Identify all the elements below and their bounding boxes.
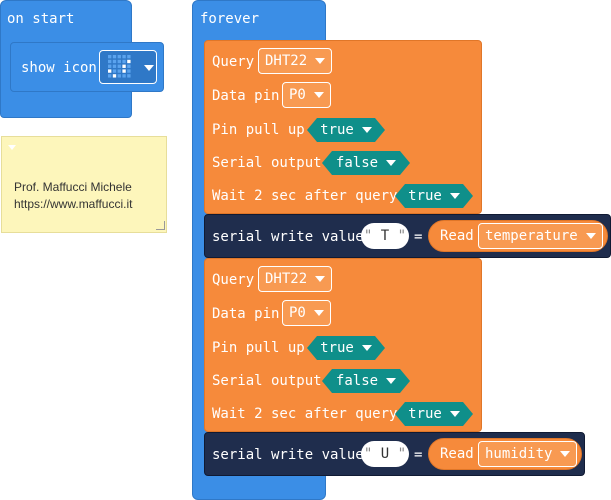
serial-write-block[interactable]: serial write value " U " = Read humidity [204,432,585,476]
forever-label: forever [200,11,260,27]
read-dropdown[interactable]: humidity [478,441,578,467]
comment-box[interactable]: Prof. Maffucci Michele https://www.maffu… [1,136,167,233]
resize-handle-icon[interactable] [156,221,165,230]
equals-label: = [414,447,423,463]
read-dropdown-value: temperature [485,228,578,244]
chevron-down-icon [585,233,596,239]
pin-value: P0 [289,305,306,321]
key-value: U [380,446,390,462]
on-start-label: on start [7,11,75,27]
checkmark-led-icon [108,55,131,78]
chevron-down-icon [315,276,326,282]
data-pin-label: Data pin [212,306,280,322]
chevron-down-icon [144,65,154,71]
serial-write-block[interactable]: serial write value " T " = Read temperat… [204,214,611,258]
pull-up-toggle[interactable]: true [307,336,385,360]
serial-output-toggle[interactable]: false [322,151,410,175]
dht22-query-block[interactable]: Query DHT22 Data pin P0 Pin pull up true… [204,40,482,214]
query-label: Query [212,54,255,70]
serial-output-value: false [335,373,379,389]
show-icon-block[interactable]: show icon [10,42,164,92]
serial-output-toggle[interactable]: false [322,369,410,393]
dht22-query-block[interactable]: Query DHT22 Data pin P0 Pin pull up true… [204,258,482,432]
pull-up-toggle[interactable]: true [307,118,385,142]
data-pin-label: Data pin [212,88,280,104]
read-label: Read [440,228,474,244]
serial-output-label: Serial output [212,155,322,171]
key-string-input[interactable]: " U " [361,441,409,467]
serial-output-label: Serial output [212,373,322,389]
pull-up-value: true [320,122,354,138]
comment-collapse-icon[interactable] [8,145,16,150]
pin-value: P0 [289,87,306,103]
chevron-down-icon [362,127,372,133]
chevron-down-icon [386,378,396,384]
read-value-block[interactable]: Read humidity [428,438,582,470]
chevron-down-icon [560,451,571,457]
chevron-down-icon [313,310,324,316]
icon-picker[interactable] [99,50,157,84]
chevron-down-icon [386,160,396,166]
serial-output-value: false [335,155,379,171]
pull-up-value: true [320,340,354,356]
wait-toggle[interactable]: true [395,402,473,426]
chevron-down-icon [313,92,324,98]
chevron-down-icon [450,411,460,417]
pin-dropdown[interactable]: P0 [282,300,331,326]
read-dropdown-value: humidity [485,446,553,462]
sensor-value: DHT22 [265,271,308,287]
wait-toggle[interactable]: true [395,184,473,208]
comment-line-1: Prof. Maffucci Michele [14,180,132,194]
key-value: T [380,228,390,244]
key-string-input[interactable]: " T " [361,223,409,249]
read-value-block[interactable]: Read temperature [428,220,608,252]
read-label: Read [440,446,474,462]
wait-value: true [408,188,442,204]
chevron-down-icon [315,58,326,64]
show-icon-label: show icon [21,60,97,76]
pull-up-label: Pin pull up [212,122,305,138]
equals-label: = [414,229,423,245]
query-label: Query [212,272,255,288]
sensor-dropdown[interactable]: DHT22 [258,48,333,74]
chevron-down-icon [362,345,372,351]
sensor-dropdown[interactable]: DHT22 [258,266,333,292]
sensor-value: DHT22 [265,53,308,69]
wait-label: Wait 2 sec after query [212,406,398,422]
comment-line-2: https://www.maffucci.it [14,197,133,211]
read-dropdown[interactable]: temperature [478,223,603,249]
wait-label: Wait 2 sec after query [212,188,398,204]
wait-value: true [408,406,442,422]
chevron-down-icon [450,193,460,199]
serial-write-label: serial write value [212,447,364,463]
pin-dropdown[interactable]: P0 [282,82,331,108]
pull-up-label: Pin pull up [212,340,305,356]
serial-write-label: serial write value [212,229,364,245]
